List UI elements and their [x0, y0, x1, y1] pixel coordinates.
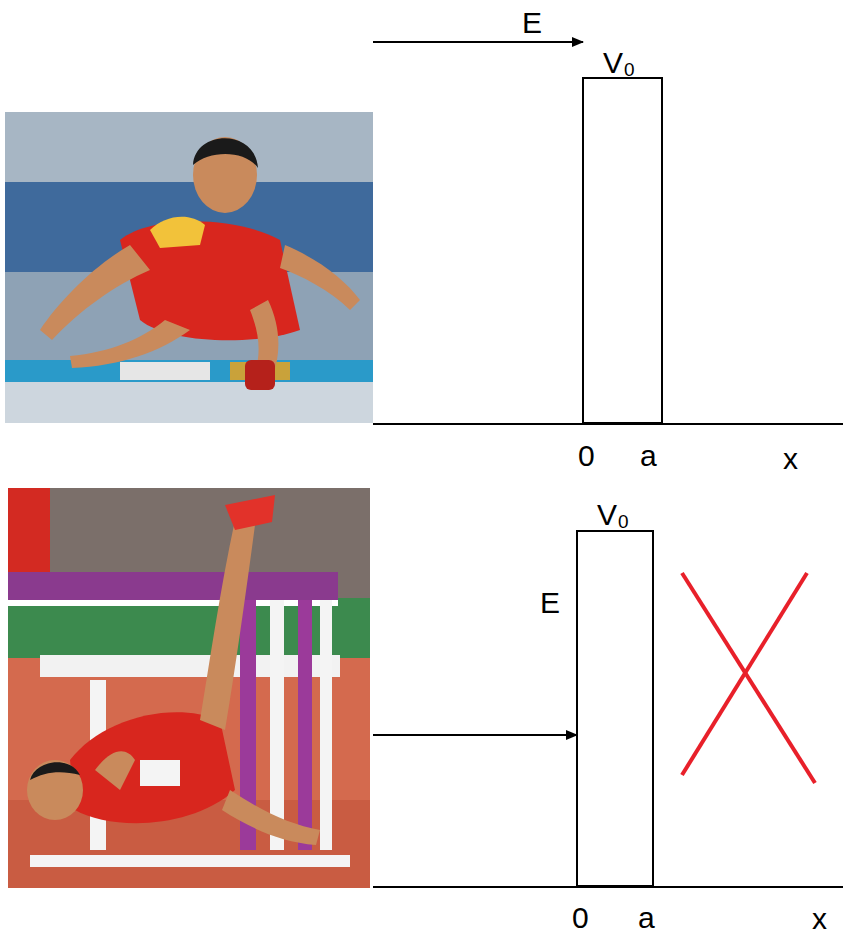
width-label: a — [640, 441, 657, 471]
axis-label: x — [783, 444, 798, 474]
red-cross — [682, 573, 815, 783]
x-axis — [373, 886, 843, 888]
energy-arrow — [373, 734, 577, 736]
origin-label: 0 — [578, 441, 595, 471]
barrier-height-label: V₀ — [603, 48, 635, 78]
x-axis — [373, 423, 843, 425]
energy-label: E — [540, 588, 560, 618]
energy-label: E — [522, 8, 542, 38]
potential-barrier — [583, 78, 662, 423]
energy-arrow — [373, 41, 583, 43]
axis-label: x — [812, 904, 827, 934]
fallen-hurdler-photo — [8, 488, 370, 888]
barrier-height-label: V₀ — [597, 500, 629, 530]
hurdler-photo — [5, 112, 373, 423]
width-label: a — [638, 903, 655, 933]
origin-label: 0 — [572, 903, 589, 933]
potential-barrier — [577, 531, 653, 886]
